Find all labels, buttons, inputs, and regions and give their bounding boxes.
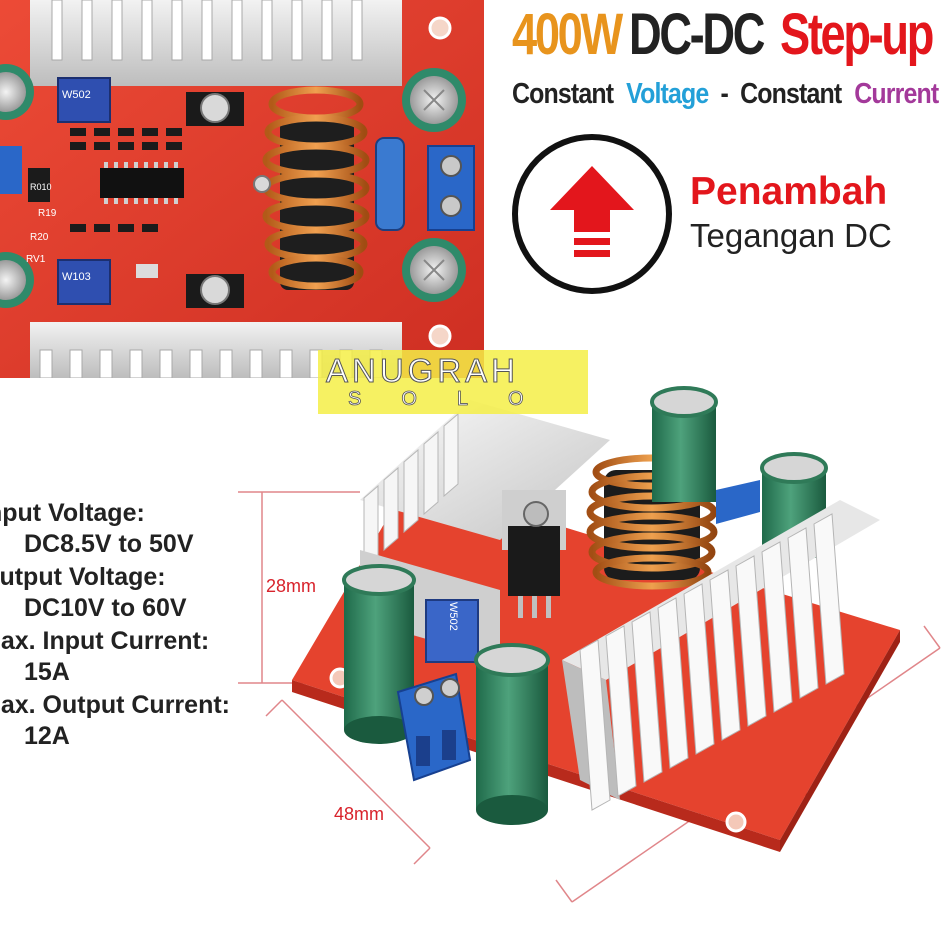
subtitle-current: Current xyxy=(854,78,939,110)
spec-output-voltage-label: Output Voltage: xyxy=(0,563,166,591)
watermark-brand: ANUGRAH xyxy=(325,352,520,390)
subtitle-separator: - xyxy=(714,78,735,110)
pcb-closeup-photo: W502 W103 xyxy=(0,0,484,378)
dimension-width-label: 48mm xyxy=(334,804,385,824)
spec-list: Input Voltage: DC8.5V to 50V Output Volt… xyxy=(0,498,250,754)
pcb-closeup-illustration: W502 W103 xyxy=(0,0,484,378)
subtitle-constant-2: Constant xyxy=(740,78,842,110)
spec-input-current-value: 15A xyxy=(24,658,70,686)
pot-label-1: W502 xyxy=(62,89,91,101)
resistor-label-3: R20 xyxy=(30,232,49,243)
resistor-label-1: R010 xyxy=(30,182,52,192)
spec-output-current-label: Max. Output Current: xyxy=(0,691,230,719)
subtitle-line: Constant Voltage - Constant Current xyxy=(512,78,939,114)
module-render: W502 xyxy=(280,360,944,920)
resistor-label-2: R19 xyxy=(38,208,57,219)
module-pot-label: W502 xyxy=(447,602,459,631)
subtitle-constant-1: Constant xyxy=(512,78,614,110)
resistor-label-4: RV1 xyxy=(26,254,46,265)
pot-label-2: W103 xyxy=(62,271,91,283)
badge-title: Penambah xyxy=(690,170,888,213)
headline-stepup: Step-up xyxy=(780,2,934,67)
spec-output-current-value: 12A xyxy=(24,722,70,750)
headline: 400W DC-DC Step-up xyxy=(512,0,944,70)
headline-dcdc: DC-DC xyxy=(629,2,765,67)
subtitle-voltage: Voltage xyxy=(626,78,709,110)
step-up-badge xyxy=(512,134,672,294)
dimension-height-label: 28mm xyxy=(266,576,317,596)
spec-input-voltage-label: Input Voltage: xyxy=(0,499,145,527)
badge-subtitle: Tegangan DC xyxy=(690,217,892,254)
headline-power: 400W xyxy=(512,2,623,67)
spec-input-current-label: Max. Input Current: xyxy=(0,627,210,655)
module-illustration: W502 xyxy=(292,386,900,852)
up-arrow-icon xyxy=(550,166,634,257)
watermark-city: SOLO xyxy=(348,388,564,411)
spec-input-voltage-value: DC8.5V to 50V xyxy=(24,530,194,558)
spec-output-voltage-value: DC10V to 60V xyxy=(24,594,187,622)
watermark: ANUGRAH SOLO xyxy=(318,350,588,414)
